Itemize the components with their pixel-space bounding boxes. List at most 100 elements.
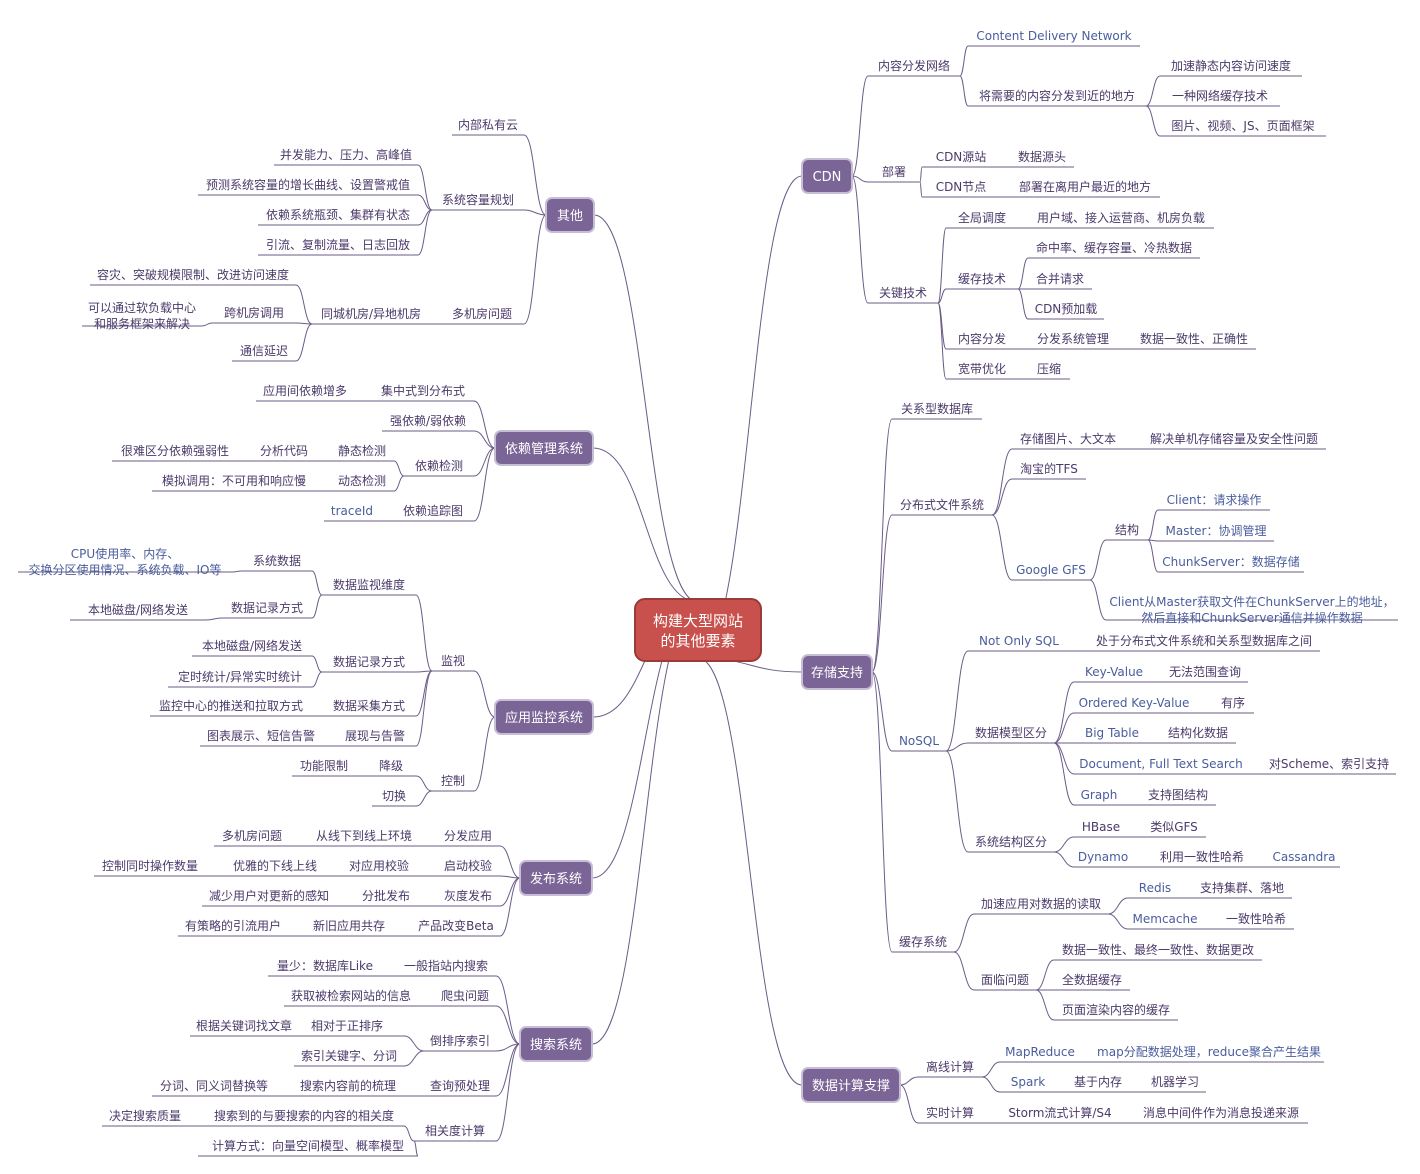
topic-label-redis: Redis: [1139, 881, 1171, 895]
topic-label-关键技术: 关键技术: [879, 286, 927, 300]
topic-label-机器学习: 机器学习: [1151, 1074, 1199, 1089]
topic-label-可以通过软负载中心: 可以通过软负载中心和服务框架来解决: [88, 300, 196, 331]
connector-line: [851, 175, 869, 183]
topic-label-cpu使用率内存: CPU使用率、内存、交换分区使用情况、系统负载、IO等: [29, 546, 222, 577]
topic-label-宽带优化: 宽带优化: [958, 361, 1006, 376]
topic-label-相对于正排序: 相对于正排序: [311, 1018, 383, 1033]
branch-label-ot: 其他: [557, 209, 583, 224]
connector-lines: [18, 45, 1398, 1157]
topic-label-一致性哈希: 一致性哈希: [1226, 911, 1286, 926]
connector-line: [1053, 712, 1075, 744]
topic-label-对scheme索引支持: 对Scheme、索引支持: [1269, 756, 1389, 771]
topic-label-处于分布式文件系统和关系型数据库之间: 处于分布式文件系统和关系型数据库之间: [1096, 633, 1312, 648]
topic-label-应用间依赖增多: 应用间依赖增多: [263, 383, 347, 398]
branch-node-st[interactable]: [801, 654, 873, 690]
topic-label-加速静态内容访问速度: 加速静态内容访问速度: [1171, 58, 1291, 73]
connector-line: [1089, 539, 1107, 581]
topic-label-not-only-sql: Not Only SQL: [979, 634, 1059, 648]
connector-line: [697, 657, 803, 1086]
topic-label-数据一致性最终一致性数据更改: 数据一致性、最终一致性、数据更改: [1062, 942, 1254, 957]
topic-label-全数据缓存: 全数据缓存: [1062, 972, 1122, 987]
connector-line: [311, 655, 323, 673]
topic-label-从线下到线上环境: 从线下到线上环境: [316, 828, 412, 843]
topic-label-hbase: HBase: [1082, 820, 1120, 834]
topic-label-量少数据库like: 量少：数据库Like: [277, 958, 373, 973]
topic-label-根据关键词找文章: 根据关键词找文章: [196, 1018, 292, 1033]
branch-node-rl[interactable]: [519, 860, 593, 896]
connector-line: [495, 1005, 521, 1045]
topic-label-big-table: Big Table: [1085, 726, 1139, 740]
connector-line: [953, 913, 975, 953]
connector-line: [937, 302, 947, 380]
branch-node-cdn[interactable]: [801, 158, 853, 194]
topic-label-预测系统容量的增长曲线设置警戒值: 预测系统容量的增长曲线、设置警戒值: [206, 177, 410, 192]
connector-line: [473, 400, 496, 449]
topic-label-分词同义词替换等: 分词、同义词替换等: [160, 1079, 268, 1093]
topic-label-搜索内容前的梳理: 搜索内容前的梳理: [300, 1078, 396, 1093]
topic-label-强依赖弱依赖: 强依赖/弱依赖: [390, 413, 466, 428]
connector-line: [1107, 913, 1129, 930]
connector-line: [523, 209, 547, 216]
connector-line: [871, 671, 893, 953]
connector-line: [899, 1076, 919, 1086]
connector-line: [871, 418, 893, 673]
topic-label-索引关键字分词: 索引关键字、分词: [301, 1048, 397, 1063]
topic-label-消息中间件作为消息投递来源: 消息中间件作为消息投递来源: [1143, 1105, 1299, 1120]
topic-label-图片视频js页面框架: 图片、视频、JS、页面框架: [1171, 118, 1314, 133]
connector-line: [495, 1043, 521, 1052]
connector-line: [403, 1050, 425, 1067]
topic-label-面临问题: 面临问题: [981, 973, 1029, 987]
topic-label-client从master获取文件在chunks: Client从Master获取文件在ChunkServer上的地址，然后直接和C…: [1109, 594, 1394, 625]
connector-line: [937, 288, 947, 304]
topic-label-页面渲染内容的缓存: 页面渲染内容的缓存: [1062, 1002, 1170, 1017]
topic-label-key-value: Key-Value: [1085, 665, 1143, 679]
topic-label-容灾突破规模限制改进访问速度: 容灾、突破规模限制、改进访问速度: [97, 267, 289, 282]
topic-label-分批发布: 分批发布: [362, 888, 410, 903]
topic-label-产品改变beta: 产品改变Beta: [418, 918, 494, 933]
connector-line: [415, 670, 433, 673]
connector-line: [393, 460, 405, 477]
topic-label-数据采集方式: 数据采集方式: [333, 698, 405, 713]
connector-line: [495, 975, 521, 1045]
connector-line: [871, 671, 893, 752]
connector-line: [473, 430, 496, 449]
branch-node-dp[interactable]: [494, 430, 594, 466]
topic-label-全局调度: 全局调度: [958, 210, 1006, 225]
topic-label-分析代码: 分析代码: [260, 444, 308, 458]
topic-label-依赖追踪图: 依赖追踪图: [403, 503, 463, 518]
branch-node-mn[interactable]: [494, 699, 594, 735]
connector-line: [417, 194, 433, 211]
topic-label-类似gfs: 类似GFS: [1150, 820, 1198, 834]
topic-label-无法范围查询: 无法范围查询: [1169, 665, 1241, 679]
topic-label-数据模型区分: 数据模型区分: [975, 725, 1047, 740]
topic-label-合并请求: 合并请求: [1036, 271, 1084, 286]
topic-label-减少用户对更新的感知: 减少用户对更新的感知: [209, 888, 329, 903]
branch-node-ot[interactable]: [545, 197, 595, 233]
connector-line: [415, 775, 433, 792]
topic-label-memcache: Memcache: [1133, 912, 1198, 926]
topic-label-nosql: NoSQL: [899, 734, 939, 748]
central-topic-label: 构建大型网站的其他要素: [653, 612, 743, 650]
connector-line: [1035, 959, 1055, 991]
topic-label-cdn节点: CDN节点: [936, 180, 987, 194]
connector-line: [1035, 989, 1055, 1021]
connector-line: [295, 322, 313, 325]
topic-label-静态检测: 静态检测: [338, 443, 386, 458]
topic-label-系统容量规划: 系统容量规划: [442, 192, 514, 207]
connector-line: [1145, 75, 1161, 107]
connector-line: [311, 570, 323, 596]
connector-line: [499, 877, 521, 937]
branch-label-cp: 数据计算支撑: [812, 1079, 890, 1094]
central-topic[interactable]: [634, 598, 762, 662]
connector-line: [417, 209, 433, 256]
connector-line: [1147, 539, 1159, 573]
topic-label-关系型数据库: 关系型数据库: [901, 401, 973, 416]
branch-label-mn: 应用监控系统: [505, 710, 583, 726]
topic-label-本地磁盘网络发送: 本地磁盘/网络发送: [88, 602, 188, 617]
branch-node-cp[interactable]: [801, 1067, 901, 1103]
topic-label-决定搜索质量: 决定搜索质量: [109, 1108, 181, 1123]
topic-label-跨机房调用: 跨机房调用: [224, 305, 284, 320]
topic-label-图表展示短信告警: 图表展示、短信告警: [207, 728, 315, 743]
branch-node-sr[interactable]: [519, 1026, 593, 1062]
